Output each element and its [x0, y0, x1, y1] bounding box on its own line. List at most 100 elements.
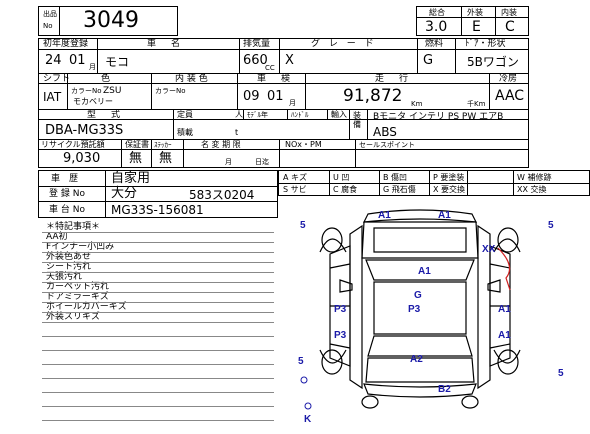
- model-value: DBA-MG33S: [45, 123, 124, 138]
- note-item: 天張汚れ: [46, 272, 83, 282]
- damage-legend: A キズ U 凹 B 傷凹 P 要塗装 W 補修跡 S サビ C 腐食 G 飛石…: [278, 170, 590, 196]
- spec-grid: 初年度登録 車 名 排気量 グ レ ー ド 燃料 ﾄﾞｱ・形状 24 01 月 …: [38, 38, 529, 168]
- mark-a1-front-left: A1: [378, 210, 391, 221]
- mark-p3-left-rear: P3: [334, 330, 347, 341]
- exhibit-label: 出品: [43, 10, 57, 18]
- interior-grade: C: [505, 19, 515, 35]
- warranty-label: 保証書: [125, 140, 149, 149]
- legend-w: W 補修跡: [517, 173, 552, 182]
- name-change-day-unit: 日迄: [255, 158, 269, 166]
- legend-x: X 要交換: [433, 185, 466, 194]
- exhibit-number: 3049: [83, 8, 139, 33]
- name-change-month-unit: 月: [225, 158, 232, 166]
- shift-value: IAT: [43, 90, 62, 104]
- mileage-value: 91,872: [343, 86, 403, 106]
- score-label: 総合: [429, 8, 445, 17]
- load-unit: t: [235, 128, 239, 137]
- cc-unit: CC: [265, 64, 275, 72]
- legend-p: P 要塗装: [433, 173, 465, 182]
- mark-a2: A2: [410, 354, 423, 365]
- mark-5-front-right: 5: [548, 220, 554, 231]
- mark-p3-left: P3: [334, 304, 347, 315]
- legend-s: S サビ: [283, 185, 307, 194]
- reg-no-label: 登 録 No: [49, 189, 85, 199]
- chassis-no-label: 車 台 No: [49, 205, 85, 215]
- displacement-label: 排気量: [243, 39, 271, 49]
- note-item: カーペット汚れ: [46, 282, 110, 292]
- fuel-label: 燃料: [425, 39, 444, 49]
- car-name: モコ: [105, 55, 130, 69]
- reg-place: 大分: [111, 186, 138, 201]
- interior-color-label: 内 装 色: [175, 74, 208, 84]
- legend-c: C 腐食: [333, 185, 358, 194]
- sticker-label: ｽﾃｯｶｰ: [154, 141, 172, 149]
- sales-point-label: セールスポイント: [359, 141, 415, 149]
- car-name-label: 車 名: [147, 39, 184, 49]
- note-item: シート汚れ: [46, 262, 92, 272]
- car-damage-diagram: A1 A1 5 XX 5 A1 G P3 P3 A1 P3 A1 A2 5 5 …: [298, 209, 564, 425]
- equipment-label: 装備: [353, 111, 361, 129]
- mark-a1-right: A1: [498, 304, 511, 315]
- capacity-label: 定員: [177, 110, 193, 119]
- mark-k: K: [304, 414, 312, 425]
- mark-b2: B2: [438, 384, 451, 395]
- note-item: ホイールカバーキズ: [46, 302, 127, 312]
- mark-5-rear-right: 5: [558, 368, 564, 379]
- recycle-label: リサイクル預託額: [41, 140, 105, 149]
- door-shape-value: 5Bワゴン: [467, 55, 519, 69]
- damage-marks: A1 A1 5 XX 5 A1 G P3 P3 A1 P3 A1 A2 5 5 …: [298, 210, 564, 425]
- score-box: 総合 外装 内装 3.0 E C: [416, 6, 529, 36]
- legend-g: G 飛石傷: [383, 185, 416, 194]
- note-item: 外装スリキズ: [46, 312, 101, 322]
- vehicle-registration-box: 車 歴 登 録 No 車 台 No 自家用 大分 583ス0204 MG33S-…: [38, 170, 278, 218]
- interior-label: 内装: [501, 8, 517, 17]
- notes-title: ＊特記事項＊: [46, 222, 101, 232]
- mark-5-front-left: 5: [300, 220, 306, 231]
- model-label: 型 式: [87, 110, 124, 120]
- note-item: Fインナー小凹み: [46, 242, 115, 252]
- note-item: 外装色あせ: [46, 252, 92, 262]
- capacity-unit: 人: [235, 110, 243, 119]
- model-year-label: ﾓﾃﾞﾙ年: [247, 111, 268, 119]
- mark-a1-windshield: A1: [418, 266, 431, 277]
- mark-a1-right-rear: A1: [498, 330, 511, 341]
- mark-g: G: [414, 290, 422, 301]
- warranty-value: 無: [129, 151, 143, 166]
- door-shape-label: ﾄﾞｱ・形状: [465, 39, 506, 49]
- mileage-label: 走 行: [375, 74, 412, 84]
- interior-color-no-label: カラーNo: [155, 87, 186, 95]
- grade-label: グ レ ー ド: [311, 39, 377, 49]
- color-no-label: カラーNo: [71, 87, 102, 95]
- legend-b: B 傷凹: [383, 173, 408, 182]
- first-reg-month: 01: [69, 53, 86, 68]
- recycle-amount: 9,030: [63, 151, 101, 166]
- first-reg-month-unit: 月: [89, 63, 96, 71]
- legend-u: U 凹: [333, 173, 350, 182]
- grade-value: X: [285, 53, 294, 68]
- load-label: 積載: [177, 128, 193, 137]
- xx-marking: [497, 247, 511, 291]
- note-item: ドアミラーキズ: [46, 292, 109, 302]
- import-label: 輸入: [331, 110, 347, 119]
- exhibit-number-box: 出品 No 3049: [38, 6, 178, 36]
- exterior-grade: E: [472, 19, 481, 35]
- sticker-value: 無: [159, 151, 173, 166]
- color-name: モカベリー: [73, 97, 113, 106]
- score-value: 3.0: [425, 19, 448, 35]
- nox-label: NOx・PM: [285, 140, 322, 149]
- exhibit-no-label: No: [43, 22, 53, 30]
- legend-a: A キズ: [283, 173, 308, 182]
- mark-a1-front-right: A1: [438, 210, 451, 221]
- mark-circles: [300, 376, 312, 410]
- chassis-no-value: MG33S-156081: [111, 203, 204, 217]
- km-unit: Km: [411, 100, 423, 108]
- equipment-line-2: ABS: [373, 125, 397, 139]
- history-value: 自家用: [111, 171, 151, 186]
- equipment-line-1: Bモニタ インテリ PS PW エアB: [373, 112, 504, 122]
- inspection-month: 01: [267, 89, 284, 104]
- mark-p3-roof: P3: [408, 304, 421, 315]
- color-label: 色: [101, 74, 111, 84]
- fuel-value: G: [423, 53, 434, 68]
- first-reg-label: 初年度登録: [43, 39, 89, 49]
- note-item: AA初: [46, 232, 68, 242]
